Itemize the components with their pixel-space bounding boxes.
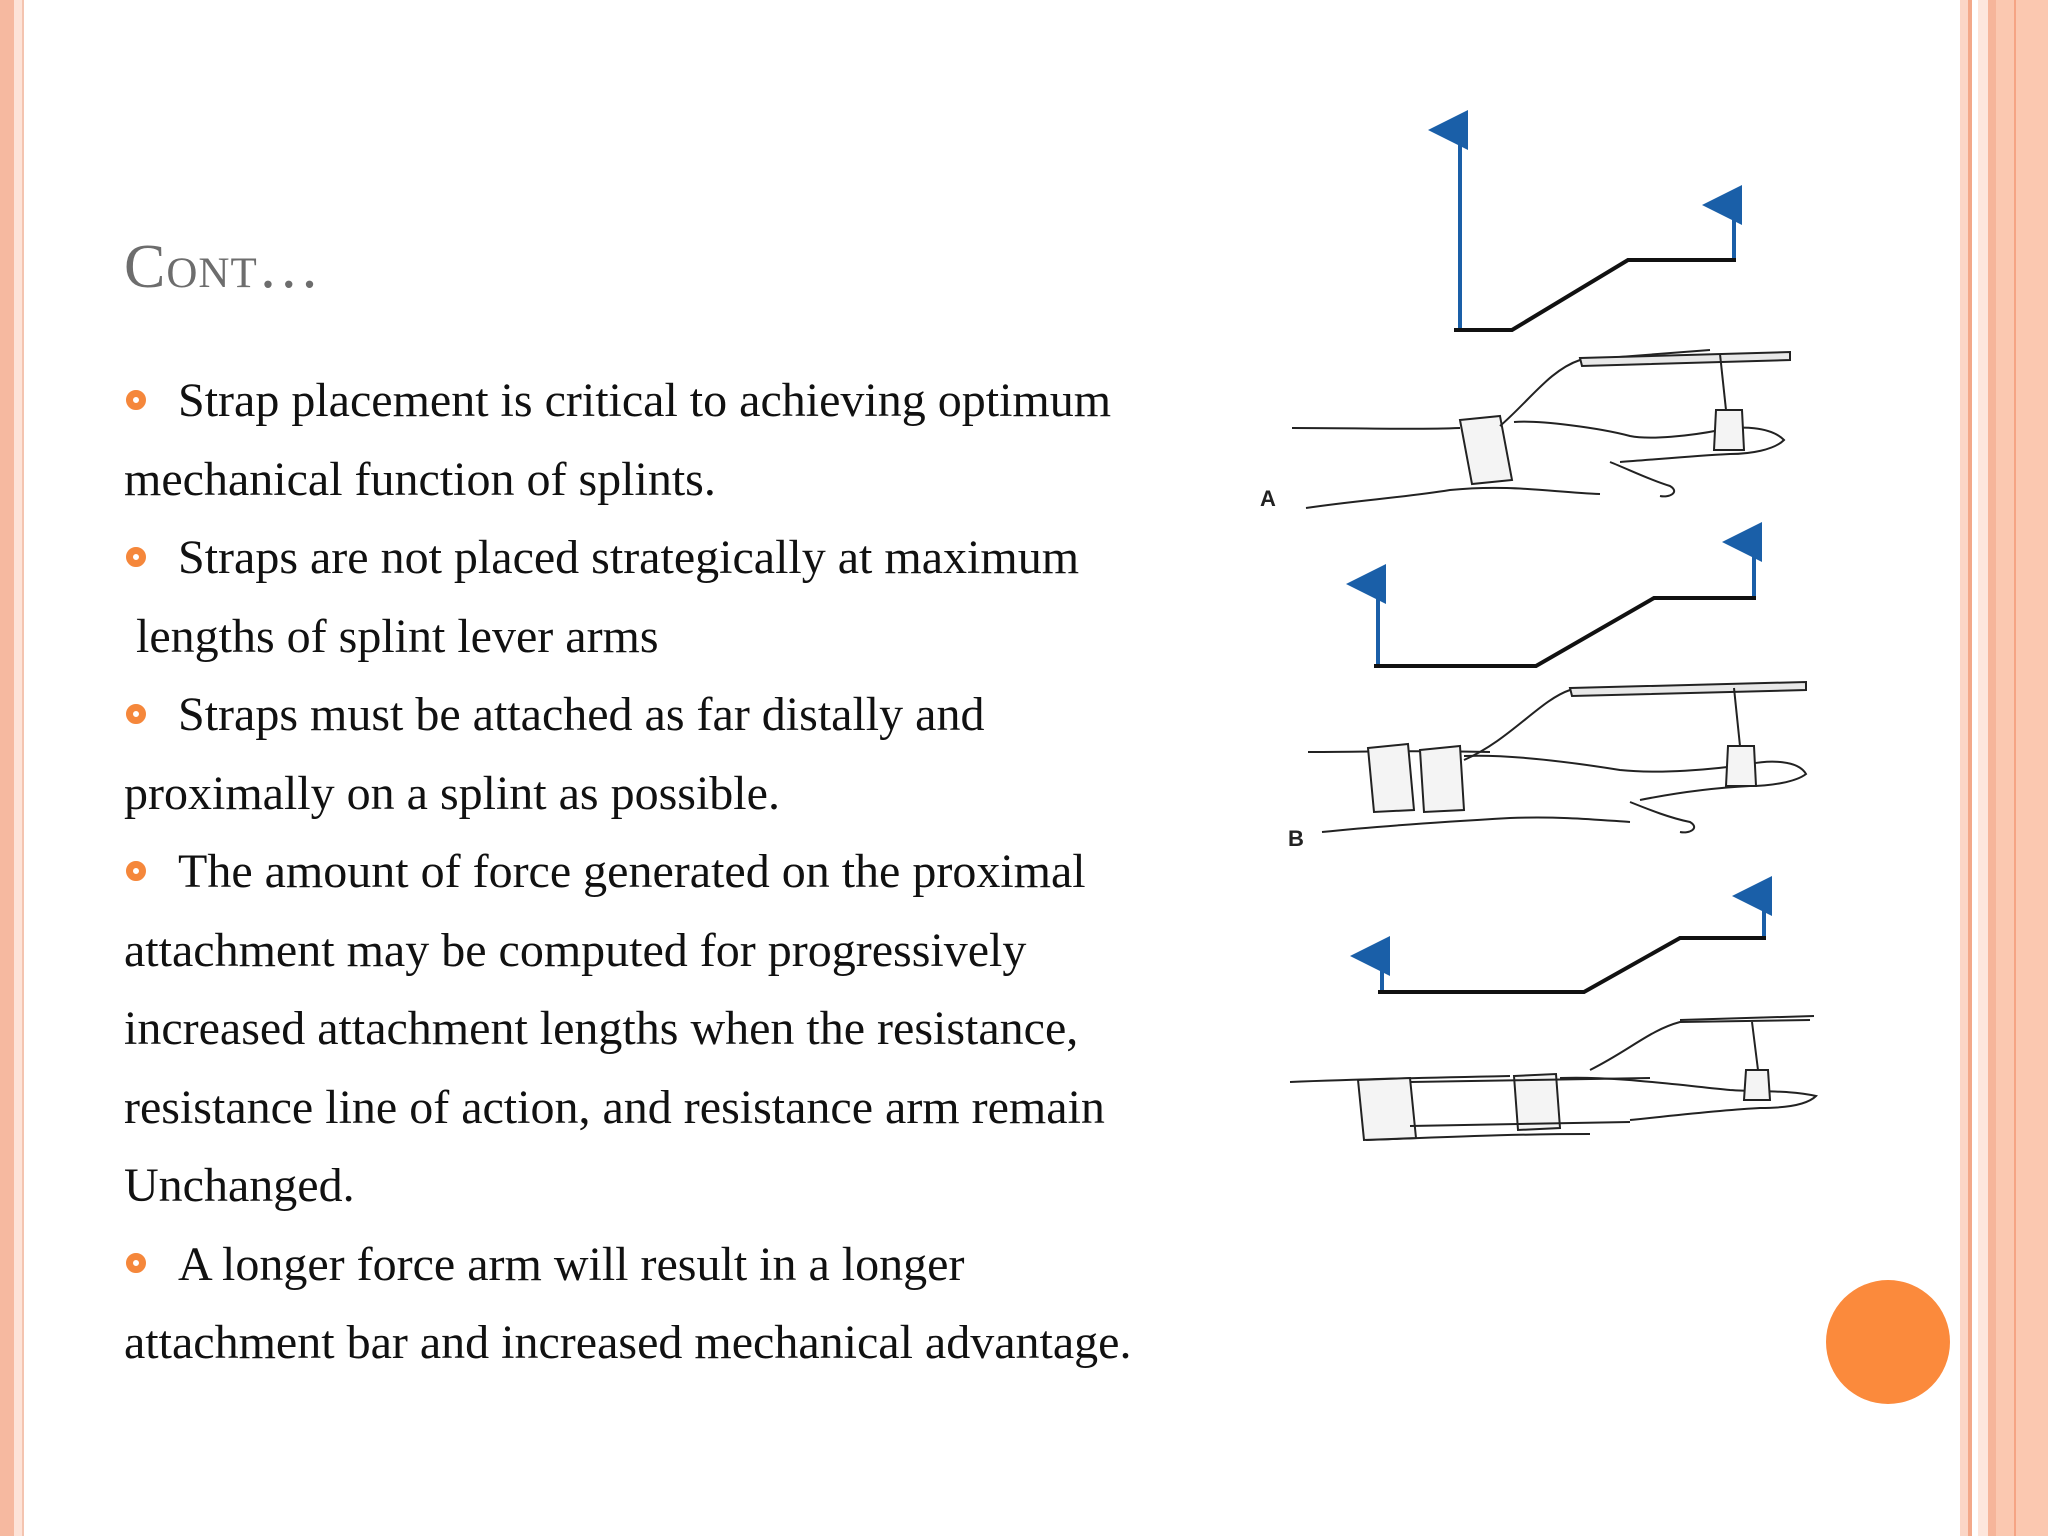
splint-drawing-a [1291, 349, 1791, 509]
bullet-text: resistance line of action, and resistanc… [124, 1080, 1105, 1134]
splint-drawing-b [1307, 680, 1808, 834]
border-stripe-left-inner [14, 0, 22, 1536]
border-stripe-left [0, 0, 14, 1536]
bullet-ring-icon [126, 703, 146, 724]
bullet-ring-icon [126, 389, 146, 410]
bullet-text: attachment may be computed for progressi… [124, 923, 1027, 977]
border-stripe-right-inner [1960, 0, 1968, 1536]
bullet-ring-icon [126, 1253, 146, 1274]
bullet-text: Straps are not placed strategically at m… [178, 531, 1080, 584]
force-diagram-b [1346, 522, 1762, 668]
bullet-text: Straps must be attached as far distally … [178, 688, 985, 741]
border-stripe-right-outer [1996, 0, 2048, 1536]
decorative-orange-circle [1826, 1280, 1950, 1404]
bullet-text: Strap placement is critical to achieving… [178, 374, 1112, 427]
panel-label-a: A [1260, 486, 1276, 511]
force-diagram-c [1350, 876, 1772, 994]
splint-lever-diagram: A B [1260, 110, 1818, 1142]
bullet-text: A longer force arm will result in a long… [178, 1237, 965, 1291]
list-item: Straps must be attached as far distally … [124, 676, 1224, 833]
border-stripe-right-mid [1988, 0, 1996, 1536]
bullet-text: mechanical function of splints. [124, 452, 716, 506]
bullet-text: The amount of force generated on the pro… [178, 845, 1086, 898]
bullet-ring-icon [126, 546, 146, 567]
bullet-text: proximally on a splint as possible. [124, 766, 780, 820]
bullet-text: lengths of splint lever arms [124, 609, 659, 663]
list-item: Strap placement is critical to achieving… [124, 362, 1224, 519]
bullet-text: Unchanged. [124, 1159, 355, 1212]
bullet-text: increased attachment lengths when the re… [124, 1002, 1079, 1055]
list-item: Straps are not placed strategically at m… [124, 519, 1224, 676]
border-stripe-left-line [22, 0, 24, 1536]
border-stripe-right-light [1978, 0, 1988, 1536]
bullet-list: Strap placement is critical to achieving… [124, 362, 1224, 1383]
list-item: A longer force arm will result in a long… [124, 1226, 1224, 1383]
slide-title: Cont… [124, 233, 321, 301]
force-diagram-a [1428, 110, 1742, 332]
border-stripe-right-thin [2014, 0, 2016, 1536]
bullet-text: attachment bar and increased mechanical … [124, 1316, 1132, 1369]
splint-drawing-c [1289, 1015, 1818, 1142]
list-item: The amount of force generated on the pro… [124, 833, 1224, 1226]
panel-label-b: B [1288, 826, 1304, 851]
bullet-ring-icon [126, 860, 146, 881]
border-stripe-right-line [1968, 0, 1972, 1536]
